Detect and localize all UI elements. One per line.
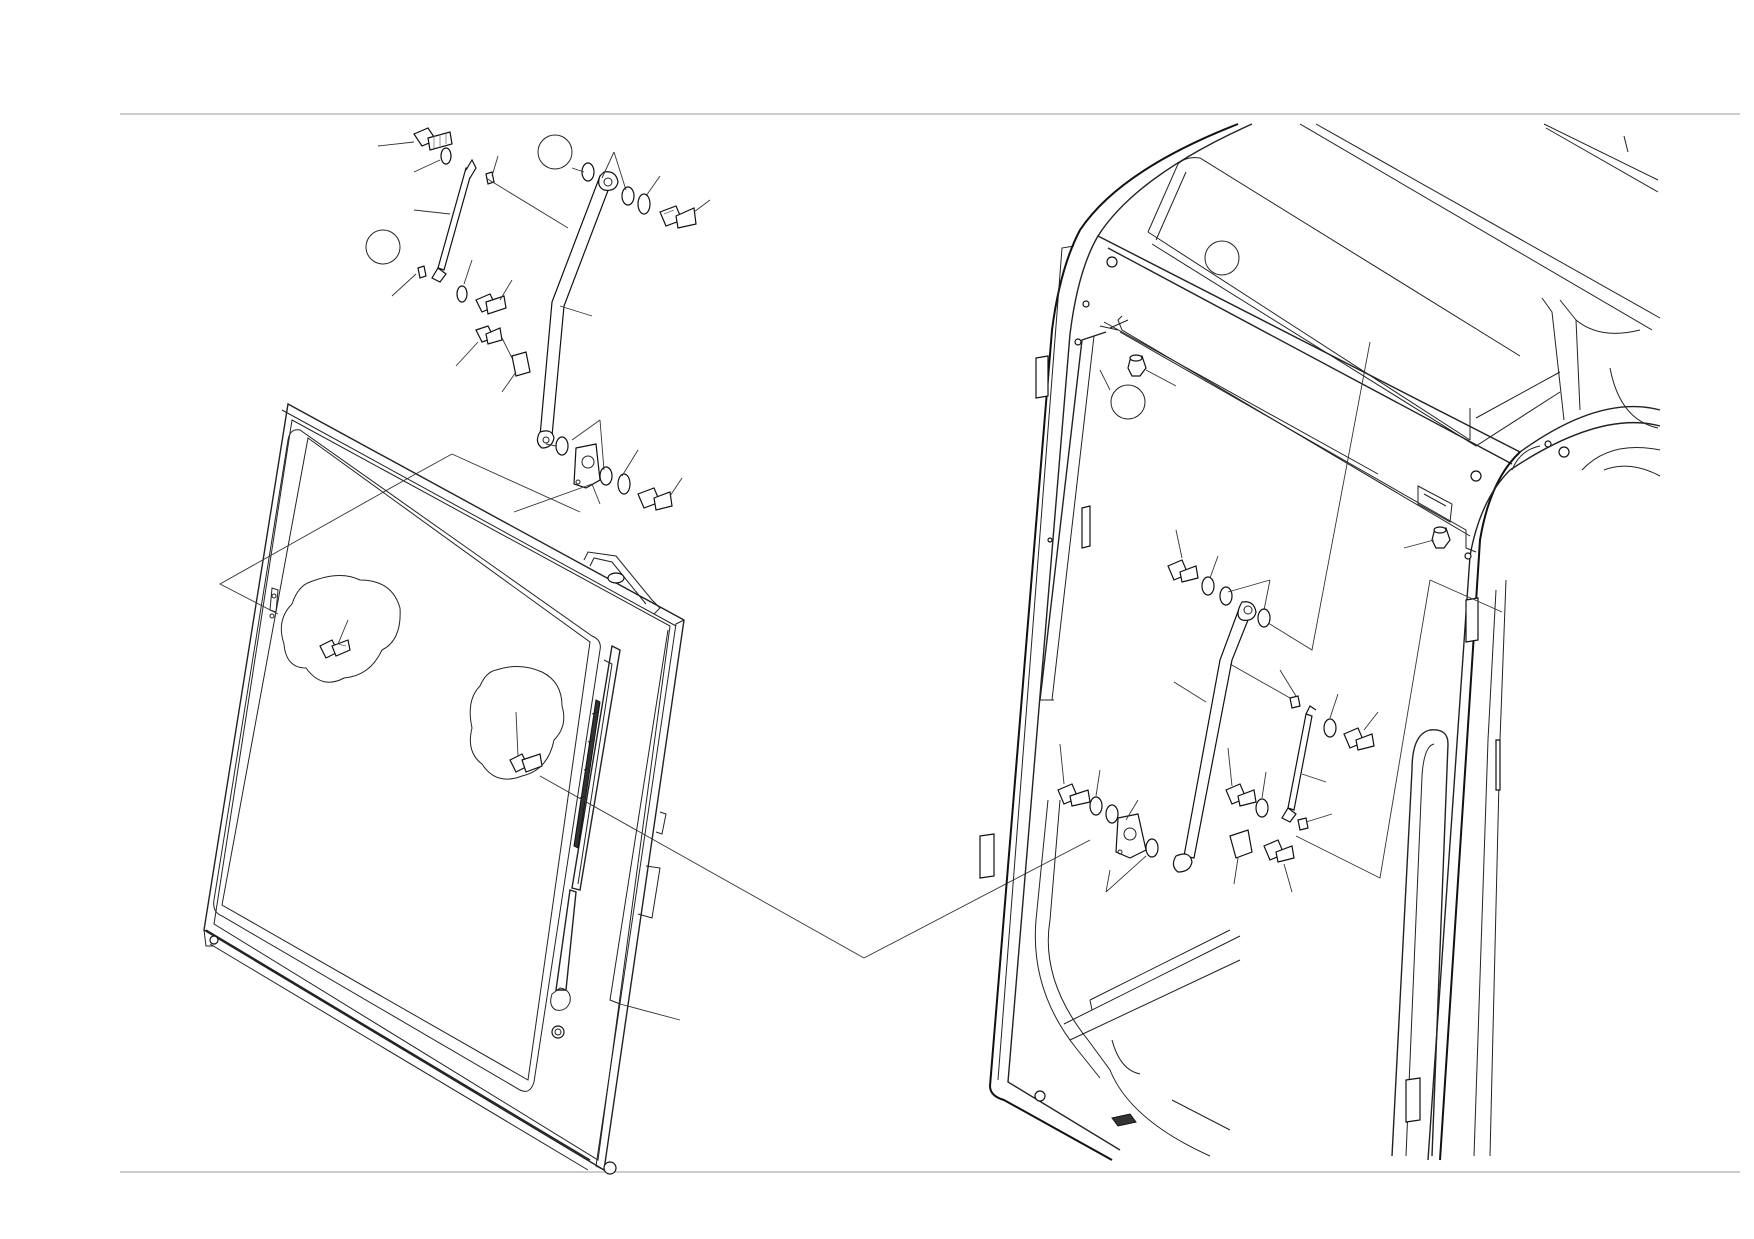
link-rod-exploded xyxy=(455,151,711,511)
cutaway-detail-2 xyxy=(469,666,565,780)
sheet-border xyxy=(120,113,1740,1173)
wiper-assembly xyxy=(550,644,621,1039)
cab-strut-exploded xyxy=(1057,341,1503,893)
cab-frame xyxy=(979,123,1661,1161)
window-frame-assembly xyxy=(203,402,685,1175)
assembly-leader-lines xyxy=(219,453,1091,1021)
gas-strut-exploded xyxy=(365,127,573,315)
cutaway-detail-1 xyxy=(280,575,401,683)
